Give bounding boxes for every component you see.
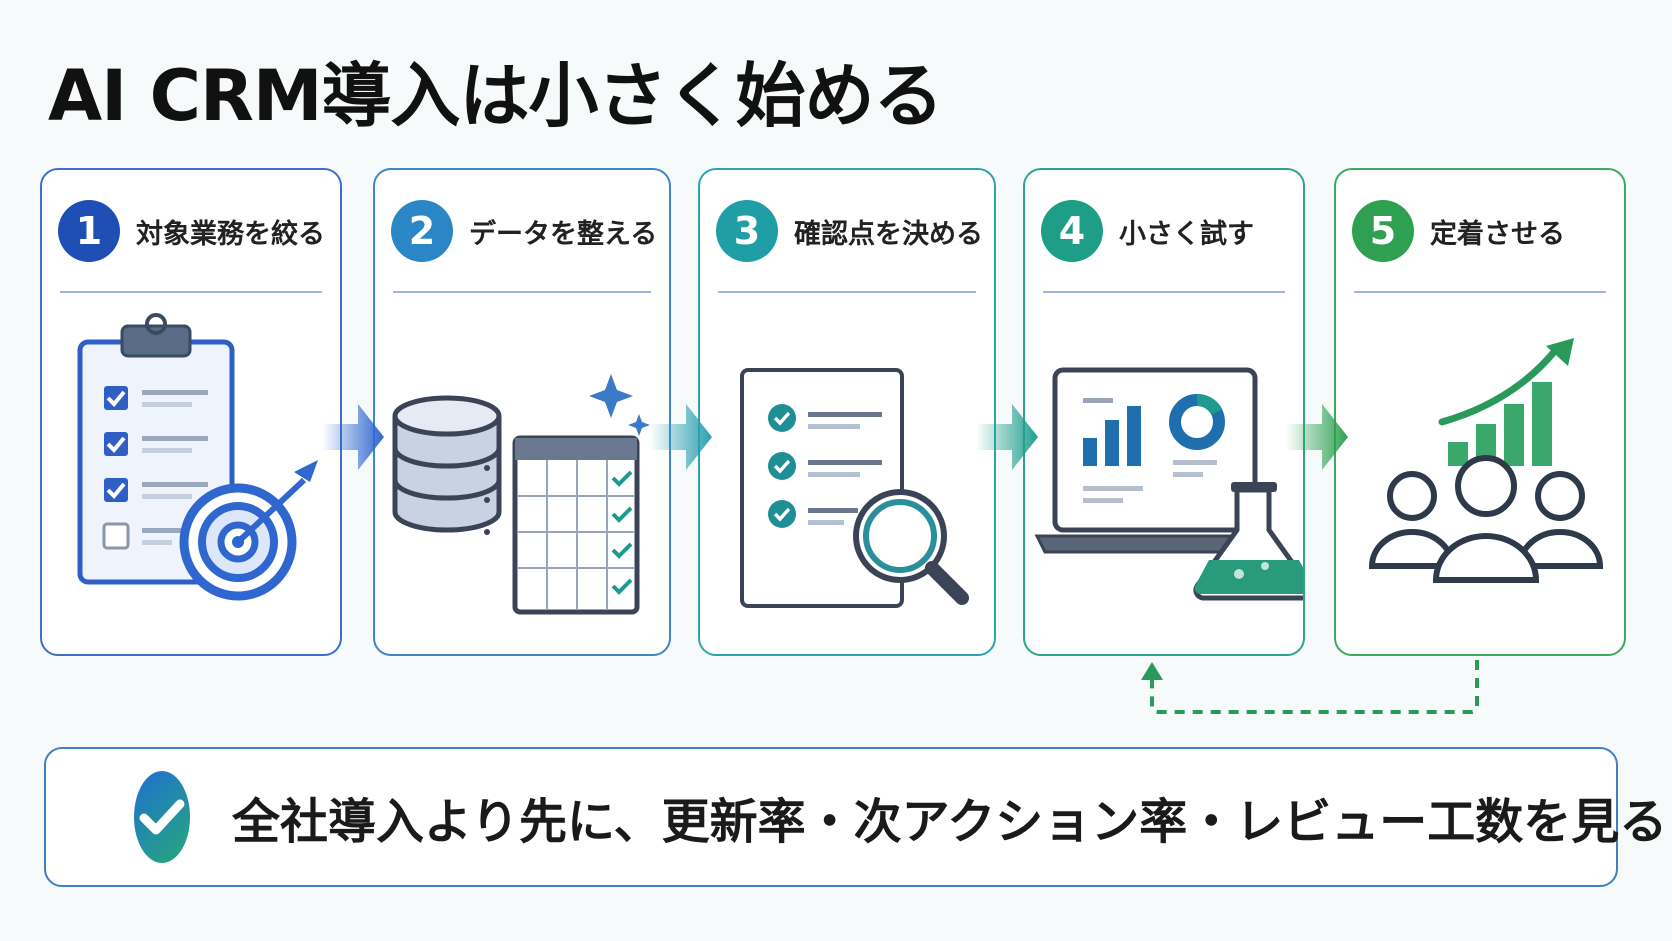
step-label: 対象業務を絞る bbox=[136, 218, 325, 250]
step-label: 小さく試す bbox=[1119, 218, 1254, 250]
divider bbox=[1354, 291, 1606, 293]
step-number-badge: 5 bbox=[1352, 200, 1414, 262]
step-number-badge: 4 bbox=[1041, 200, 1103, 262]
step-number-badge: 2 bbox=[391, 200, 453, 262]
checklist-magnifier-icon bbox=[740, 368, 969, 608]
step-card-5: 5 定着させる bbox=[1334, 168, 1626, 656]
step-card-1: 1 対象業務を絞る bbox=[40, 168, 342, 656]
step-card-4: 4 小さく試す bbox=[1023, 168, 1305, 656]
check-circle-icon bbox=[134, 771, 190, 863]
step-card-2: 2 データを整える bbox=[373, 168, 671, 656]
team-growth-icon bbox=[1368, 338, 1604, 583]
divider bbox=[1043, 291, 1285, 293]
flow-arrow-3-4 bbox=[976, 404, 1038, 470]
step-card-3: 3 確認点を決める bbox=[698, 168, 996, 656]
divider bbox=[60, 291, 322, 293]
step-number-badge: 3 bbox=[716, 200, 778, 262]
step-label: 確認点を決める bbox=[794, 218, 983, 250]
flow-arrow-1-2 bbox=[322, 404, 384, 470]
summary-banner: 全社導入より先に、更新率・次アクション率・レビュー工数を見る bbox=[44, 747, 1667, 887]
divider bbox=[718, 291, 976, 293]
flow-arrow-4-5 bbox=[1286, 404, 1348, 470]
flow-arrow-2-3 bbox=[650, 404, 712, 470]
database-table-icon bbox=[392, 374, 650, 615]
step-label: データを整える bbox=[469, 218, 658, 250]
summary-text: 全社導入より先に、更新率・次アクション率・レビュー工数を見る bbox=[232, 794, 1668, 850]
step-label: 定着させる bbox=[1430, 218, 1565, 250]
divider bbox=[393, 291, 651, 293]
step-number-badge: 1 bbox=[58, 200, 120, 262]
page-title: AI CRM導入は小さく始める bbox=[48, 55, 944, 137]
laptop-flask-icon bbox=[1034, 367, 1303, 601]
clipboard-target-icon bbox=[77, 313, 318, 601]
